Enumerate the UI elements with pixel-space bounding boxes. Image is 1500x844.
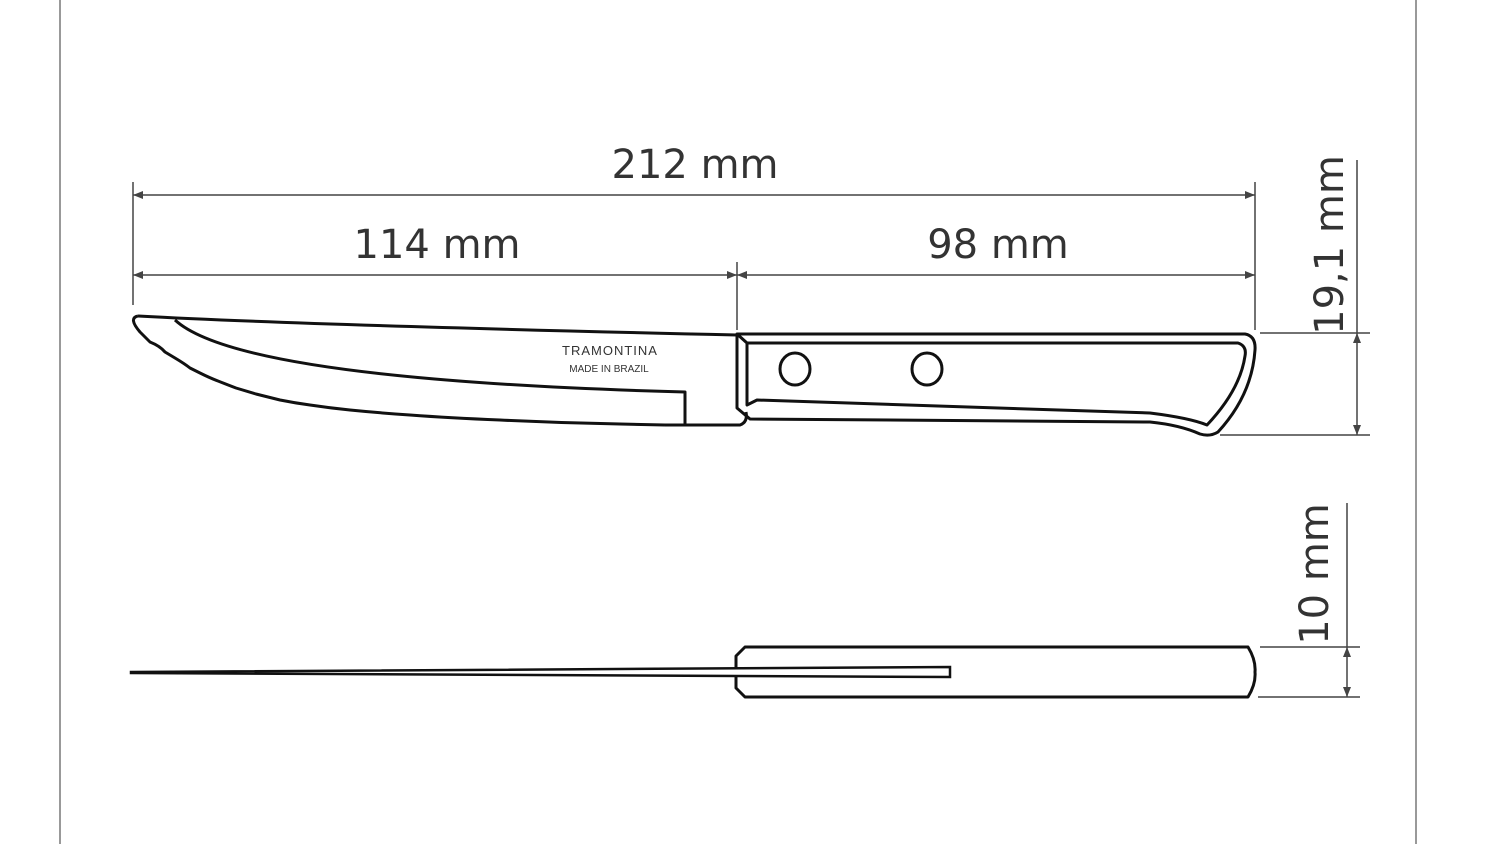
origin-marking: MADE IN BRAZIL <box>569 364 649 375</box>
thickness-label: 10 mm <box>1292 503 1338 645</box>
handle-height-label: 19,1 mm <box>1307 155 1353 335</box>
handle-length-label: 98 mm <box>927 222 1069 268</box>
knife-blade-side-view: TRAMONTINA MADE IN BRAZIL <box>132 314 748 427</box>
rivet-1 <box>778 351 812 387</box>
blade-length-label: 114 mm <box>354 222 521 268</box>
rivet-2 <box>910 351 944 387</box>
brand-marking: TRAMONTINA <box>562 343 658 358</box>
extension-lines <box>132 160 1370 698</box>
knife-handle-side-view <box>735 332 1257 437</box>
knife-top-view <box>129 645 1257 699</box>
total-length-label: 212 mm <box>612 142 779 188</box>
